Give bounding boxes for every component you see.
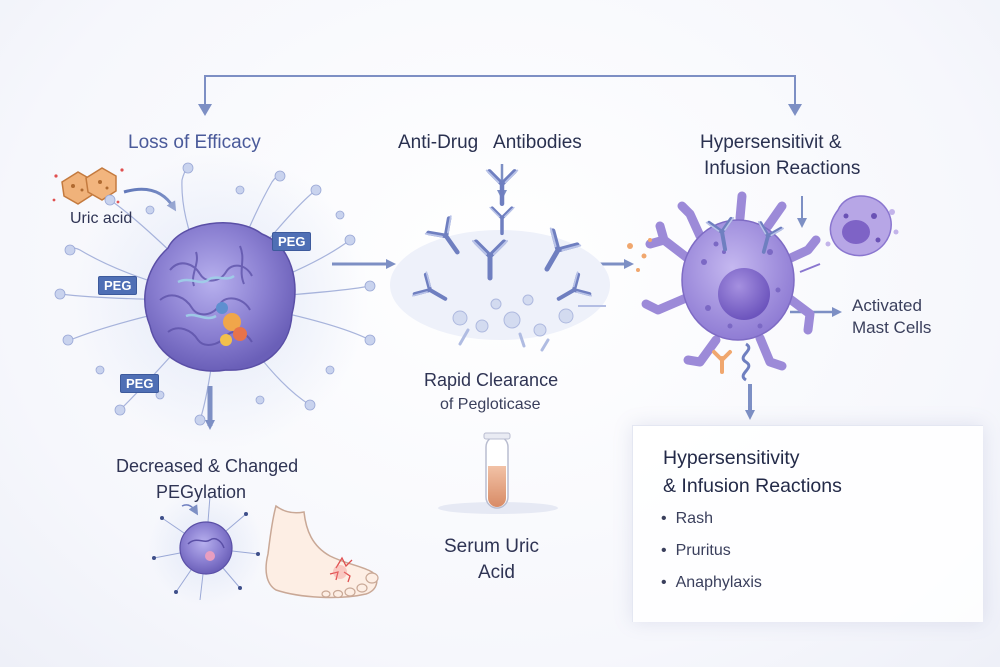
activated-mast-cells-label-line1: Activated	[852, 296, 922, 315]
rapid-clearance-label-line1: Rapid Clearance	[424, 370, 559, 390]
antibody-icon	[390, 171, 610, 352]
anti-drug-antibodies-label: Anti-Drug Antibodies	[398, 132, 582, 153]
symptom-list: Rash Pruritus Anaphylaxis	[661, 510, 762, 606]
panel-title: Hypersensitivity & Infusion Reactions	[663, 444, 842, 500]
uric-acid-label: Uric acid	[70, 210, 133, 227]
panel-title-line1: Hypersensitivity	[663, 447, 800, 469]
feedback-connector	[198, 75, 802, 116]
pegylated-particle-icon	[148, 490, 264, 606]
peg-tag: PEG	[272, 232, 312, 251]
test-tube-icon	[438, 432, 558, 514]
foot-icon	[265, 504, 379, 599]
symptom-item-pruritus: Pruritus	[661, 542, 762, 574]
peg-tag: PEG	[98, 276, 138, 295]
basophil-icon	[799, 195, 899, 273]
rapid-clearance-label-line2: of Pegloticase	[440, 396, 541, 413]
serum-uric-acid-label-line1: Serum Uric	[444, 536, 540, 557]
activated-mast-cells-label-line2: Mast Cells	[852, 318, 932, 337]
decreased-pegylation-label-line1: Decreased & Changed	[116, 456, 299, 476]
decreased-pegylation-label-line2: PEGylation	[156, 482, 247, 502]
mast-cell-icon	[627, 191, 821, 382]
panel-title-line2: & Infusion Reactions	[663, 475, 842, 497]
peg-tag: PEG	[120, 374, 160, 393]
symptom-item-anaphylaxis: Anaphylaxis	[661, 574, 762, 606]
serum-uric-acid-label-line2: Acid	[478, 562, 515, 583]
hypersensitivity-top-label-line2: Infusion Reactions	[704, 158, 861, 179]
symptom-item-rash: Rash	[661, 510, 762, 542]
hypersensitivity-panel: Hypersensitivity & Infusion Reactions Ra…	[632, 425, 983, 622]
loss-of-efficacy-label: Loss of Efficacy	[128, 132, 261, 153]
uric-acid-crystal-icon	[52, 167, 124, 205]
hypersensitivity-top-label-line1: Hypersensitivit &	[700, 132, 842, 153]
